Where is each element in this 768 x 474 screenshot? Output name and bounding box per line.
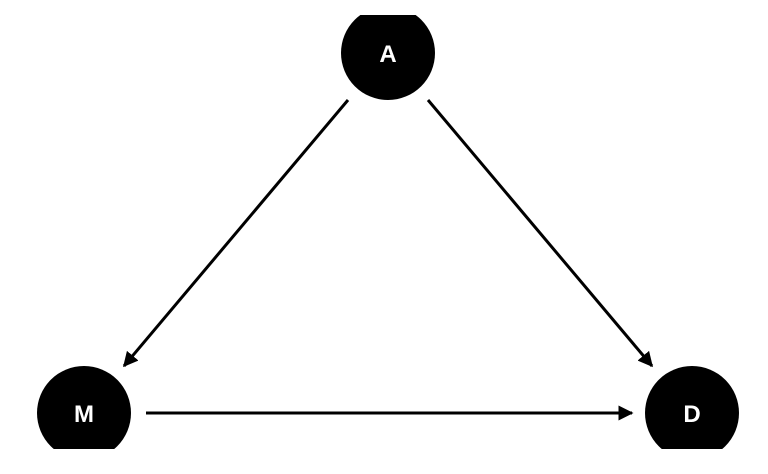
node-a [341,15,435,100]
edge-a-to-d [426,99,654,368]
node-m [37,366,131,449]
node-m-label: M [74,401,94,428]
edge-a-to-m [122,99,350,368]
node-d [645,366,739,449]
node-d-label: D [683,401,700,428]
node-a-label: A [379,41,396,68]
